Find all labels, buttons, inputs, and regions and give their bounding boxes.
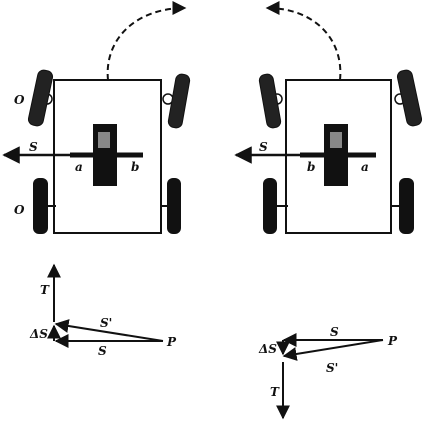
right-wheel-bottom-right — [399, 178, 414, 234]
left-t-label: T — [40, 283, 50, 297]
left-delta-s-label: ΔS — [29, 327, 48, 341]
right-wheel-top-right — [396, 69, 423, 127]
right-chassis-figure: S b a — [234, 1, 423, 234]
right-rotation-arc — [265, 1, 342, 81]
left-wheel-bottom-right — [167, 178, 181, 234]
right-delta-s-label: ΔS — [258, 342, 277, 356]
left-pivot-label-top: O — [14, 93, 25, 107]
right-p-label: P — [387, 334, 398, 348]
left-s-prime-arrow — [54, 319, 164, 342]
right-point-b-label: b — [307, 160, 315, 174]
left-chassis-figure: O O S a b — [2, 1, 191, 234]
right-wheel-bottom-left — [263, 178, 277, 234]
left-pivot-label-bottom: O — [14, 203, 25, 217]
left-wheel-bottom-left — [33, 178, 48, 234]
left-wheel-top-right — [167, 73, 191, 129]
right-vector-diagram: S S' ΔS P T — [258, 325, 398, 420]
left-force-label: S — [29, 140, 38, 154]
left-vector-diagram: T S' S ΔS P — [29, 263, 177, 358]
left-rotation-arc — [106, 1, 187, 81]
right-t-label: T — [270, 385, 280, 399]
right-point-a-label: a — [361, 160, 369, 174]
left-p-label: P — [166, 335, 177, 349]
right-wheel-top-left — [258, 73, 282, 129]
right-s-prime-label: S' — [326, 361, 338, 375]
left-point-a-label: a — [75, 160, 83, 174]
right-force-label: S — [259, 140, 268, 154]
left-s-prime-label: S' — [100, 316, 112, 330]
left-point-b-label: b — [131, 160, 139, 174]
left-wheel-top-left — [27, 69, 54, 127]
right-s-prime-arrow — [282, 339, 384, 361]
left-s-label: S — [98, 344, 107, 358]
right-s-label: S — [330, 325, 339, 339]
